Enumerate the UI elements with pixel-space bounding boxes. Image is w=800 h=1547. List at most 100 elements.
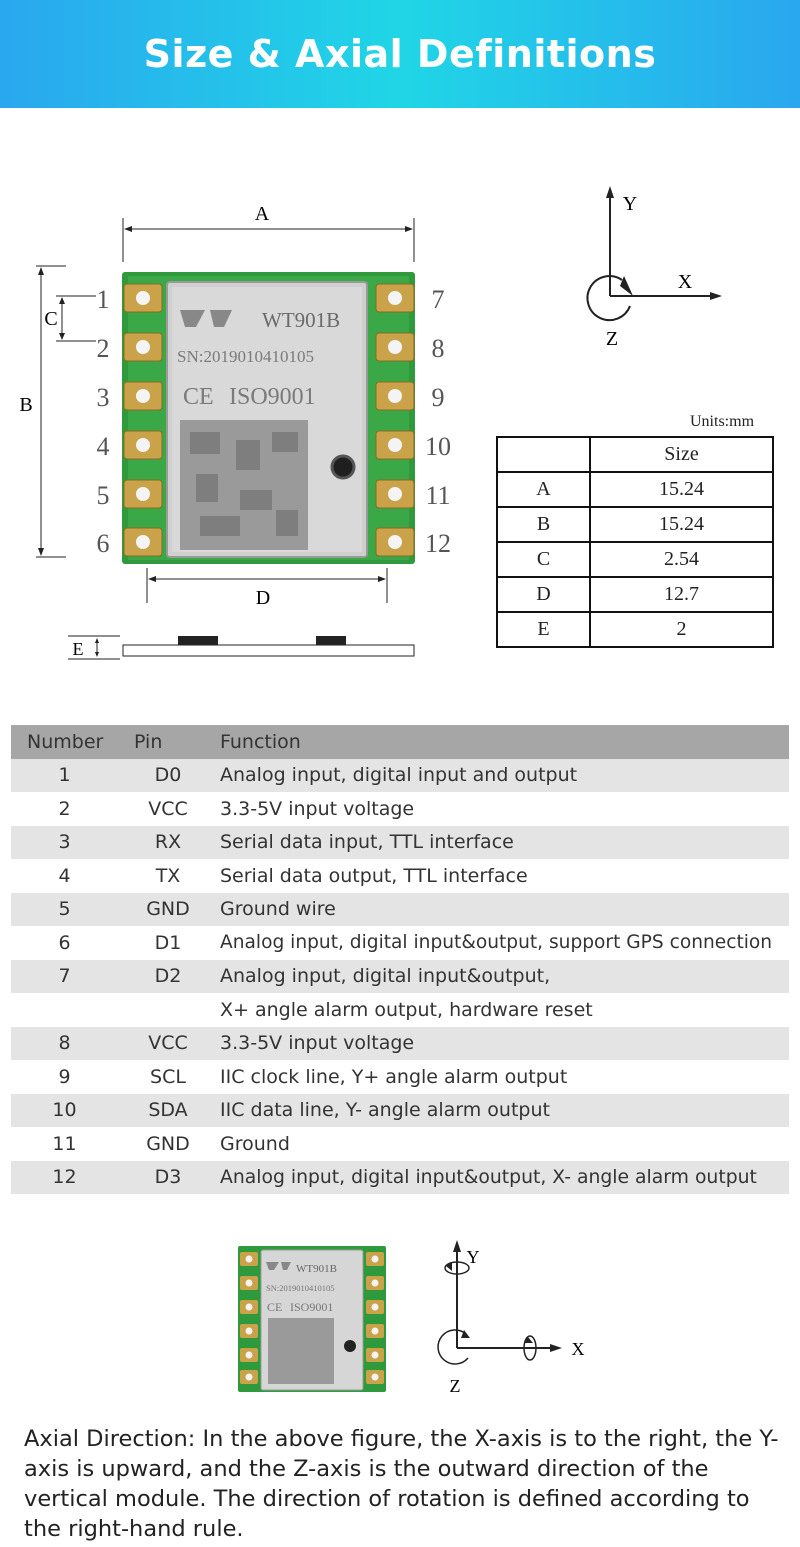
axis-y-label: Y: [623, 193, 637, 215]
module-dimension-diagram: A B C WT901B: [19, 203, 451, 660]
size-value: 2: [589, 611, 774, 648]
size-header: Size: [589, 436, 774, 473]
module-side-view: [122, 644, 415, 657]
chip-cert: ISO9001: [290, 1300, 333, 1314]
axis-z-label: Z: [606, 328, 618, 350]
row-pin: VCC: [148, 1032, 188, 1055]
page-title: Size & Axial Definitions: [143, 32, 657, 76]
axial-direction-description: Axial Direction: In the above figure, th…: [24, 1426, 779, 1542]
size-value: 15.24: [589, 471, 774, 508]
chip-ce-mark: CE: [267, 1300, 282, 1314]
title-banner: Size & Axial Definitions: [0, 0, 800, 108]
col-function-header: Function: [220, 730, 301, 753]
pin-number-label: 7: [432, 285, 445, 314]
col-pin-header: Pin: [134, 730, 163, 753]
pin-number-label: 11: [425, 481, 450, 510]
row-function: 3.3-5V input voltage: [220, 1032, 415, 1055]
dim-label-d: D: [256, 587, 270, 609]
chip-cert: ISO9001: [229, 384, 316, 410]
row-function: Analog input, digital input&output, supp…: [220, 932, 773, 954]
chip-brand: WT901B: [262, 308, 340, 332]
size-value: 12.7: [589, 576, 774, 613]
chip-ce-mark: CE: [183, 384, 214, 410]
pin-number-label: 10: [425, 432, 451, 461]
table-row: 9 SCL IIC clock line, Y+ angle alarm outpu…: [11, 1060, 789, 1094]
size-table-header: Size: [496, 436, 774, 473]
row-pin: VCC: [148, 797, 188, 820]
row-function: IIC data line, Y- angle alarm output: [220, 1099, 550, 1122]
axis-diagram-top: Y X Z: [586, 186, 722, 350]
axis-x-label: X: [678, 271, 693, 293]
row-function: IIC clock line, Y+ angle alarm output: [220, 1065, 568, 1088]
dim-label-e: E: [73, 639, 84, 659]
brand-logo: [266, 1262, 291, 1270]
table-row: 3 RX Serial data input, TTL interface: [11, 825, 789, 859]
size-label: A: [496, 471, 591, 508]
module-photo-small: WT901B SN:2019010410105 CE ISO9001: [238, 1246, 386, 1392]
table-row: 6 D1 Analog input, digital input&output, s…: [11, 926, 789, 960]
row-number: 5: [58, 898, 71, 921]
chip-serial: SN:2019010410105: [266, 1283, 334, 1293]
row-function: X+ angle alarm output, hardware reset: [220, 998, 593, 1021]
row-function: Serial data output, TTL interface: [220, 864, 528, 887]
chip-brand: WT901B: [296, 1263, 337, 1275]
row-pin: D3: [154, 1166, 182, 1189]
row-pin: TX: [155, 864, 181, 887]
row-pin: D2: [154, 965, 182, 988]
table-row: 7 D2 Analog input, digital input&output,: [11, 959, 789, 993]
size-value: 15.24: [589, 506, 774, 543]
pin-number-label: 12: [425, 529, 451, 558]
row-function: 3.3-5V input voltage: [220, 797, 415, 820]
row-pin: SDA: [148, 1099, 188, 1122]
row-function: Serial data input, TTL interface: [220, 831, 514, 854]
row-pin: GND: [146, 1132, 190, 1155]
size-label: E: [496, 611, 591, 648]
row-pin: D0: [154, 764, 182, 787]
pin-number-label: 3: [97, 383, 110, 412]
table-row: 2 VCC 3.3-5V input voltage: [11, 792, 789, 826]
row-pin: SCL: [150, 1065, 186, 1088]
axis-z-label: Z: [450, 1376, 461, 1396]
pin-number-label: 9: [432, 383, 445, 412]
table-row: 1 D0 Analog input, digital input and outpu…: [11, 758, 789, 792]
chip-serial: SN:2019010410105: [177, 347, 314, 366]
row-number: 2: [58, 797, 71, 820]
row-number: 1: [58, 764, 71, 787]
pin-table-header: Number Pin Function: [11, 725, 789, 759]
dim-label-c: C: [44, 308, 57, 330]
pin-number-label: 8: [432, 334, 445, 363]
row-number: 12: [52, 1166, 77, 1189]
mount-hole: [330, 454, 356, 480]
row-number: 7: [58, 965, 71, 988]
size-label: C: [496, 541, 591, 578]
units-label: Units:mm: [690, 413, 755, 430]
row-function: Ground: [220, 1132, 290, 1155]
row-number: 3: [58, 831, 71, 854]
row-number: 6: [58, 931, 71, 954]
row-function: Analog input, digital input and output: [220, 764, 578, 787]
dim-label-a: A: [255, 203, 270, 225]
row-pin: GND: [146, 898, 190, 921]
row-pin: D1: [154, 931, 182, 954]
size-label: D: [496, 576, 591, 613]
col-number-header: Number: [27, 730, 104, 753]
row-function: Analog input, digital input&output,: [220, 965, 551, 988]
axis-x-label: X: [572, 1339, 585, 1359]
row-number: 9: [58, 1065, 71, 1088]
row-pin: RX: [154, 831, 182, 854]
brand-logo: [180, 310, 232, 327]
axis-diagram-bottom: Y X Z: [437, 1240, 585, 1396]
pin-number-label: 5: [97, 481, 110, 510]
pin-number-label: 6: [97, 529, 110, 558]
